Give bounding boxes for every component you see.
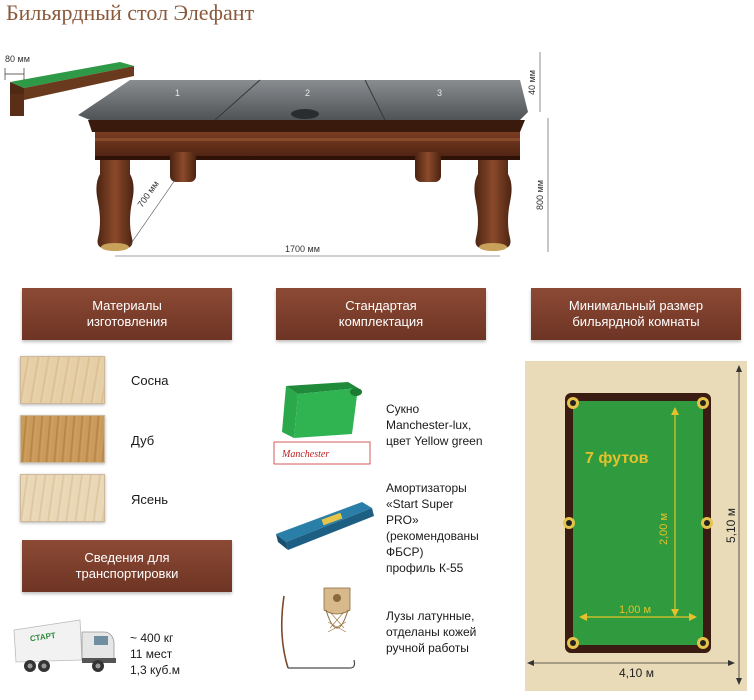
- cushion-icon: [276, 502, 374, 550]
- table-body: 1 2 3: [78, 79, 528, 251]
- transport-info: ~ 400 кг 11 мест 1,3 куб.м: [130, 631, 180, 677]
- slate-2-label: 2: [305, 88, 310, 98]
- package-header: Стандартая комплектация: [276, 288, 486, 340]
- wood-sample-oak: [20, 415, 105, 463]
- material-ash-label: Ясень: [131, 492, 169, 507]
- rail-sample: 80 мм: [4, 54, 134, 116]
- truck-icon: СТАРТ: [13, 619, 116, 672]
- table-size-label: 7 футов: [585, 450, 649, 467]
- materials-header: Материалы изготовления: [22, 288, 232, 340]
- slate-1-label: 1: [175, 88, 180, 98]
- cushion-description: Амортизаторы «Start Super PRO» (рекоменд…: [386, 481, 479, 575]
- room-width-label: 4,10 м: [619, 666, 654, 680]
- material-oak-label: Дуб: [131, 433, 155, 448]
- room-length-label: 5,10 м: [724, 508, 738, 543]
- room-diagram: 7 футов 2,00 м 1,00 м 5,10 м 4,10 м: [527, 365, 742, 685]
- cloth-description: Сукно Manchester-lux, цвет Yellow green: [386, 402, 483, 448]
- room-header: Минимальный размер бильярдной комнаты: [531, 288, 741, 340]
- wood-sample-pine: [20, 356, 105, 404]
- table-illustration: 80 мм 1 2 3 40 мм 800 мм 700 мм 1700 мм: [4, 52, 549, 257]
- top-thickness-label: 40 мм: [527, 70, 537, 95]
- cloth-icon: Manchester: [273, 382, 371, 465]
- width-label: 700 мм: [135, 179, 160, 209]
- inner-width-label: 1,00 м: [619, 604, 651, 616]
- height-label: 800 мм: [535, 180, 545, 210]
- rail-width-label: 80 мм: [5, 54, 30, 64]
- length-label: 1700 мм: [285, 244, 320, 254]
- slate-3-label: 3: [437, 88, 442, 98]
- wood-sample-ash: [20, 474, 105, 522]
- pockets-description: Лузы латунные, отделаны кожей ручной раб…: [386, 609, 477, 655]
- cloth-brand: Manchester: [281, 449, 329, 460]
- material-pine-label: Сосна: [131, 373, 169, 388]
- inner-length-label: 2,00 м: [658, 513, 670, 545]
- page-title: Бильярдный стол Элефант: [6, 0, 255, 25]
- transport-header: Сведения для транспортировки: [22, 540, 232, 592]
- truck-brand: СТАРТ: [29, 631, 56, 644]
- pocket-icon: [280, 587, 356, 669]
